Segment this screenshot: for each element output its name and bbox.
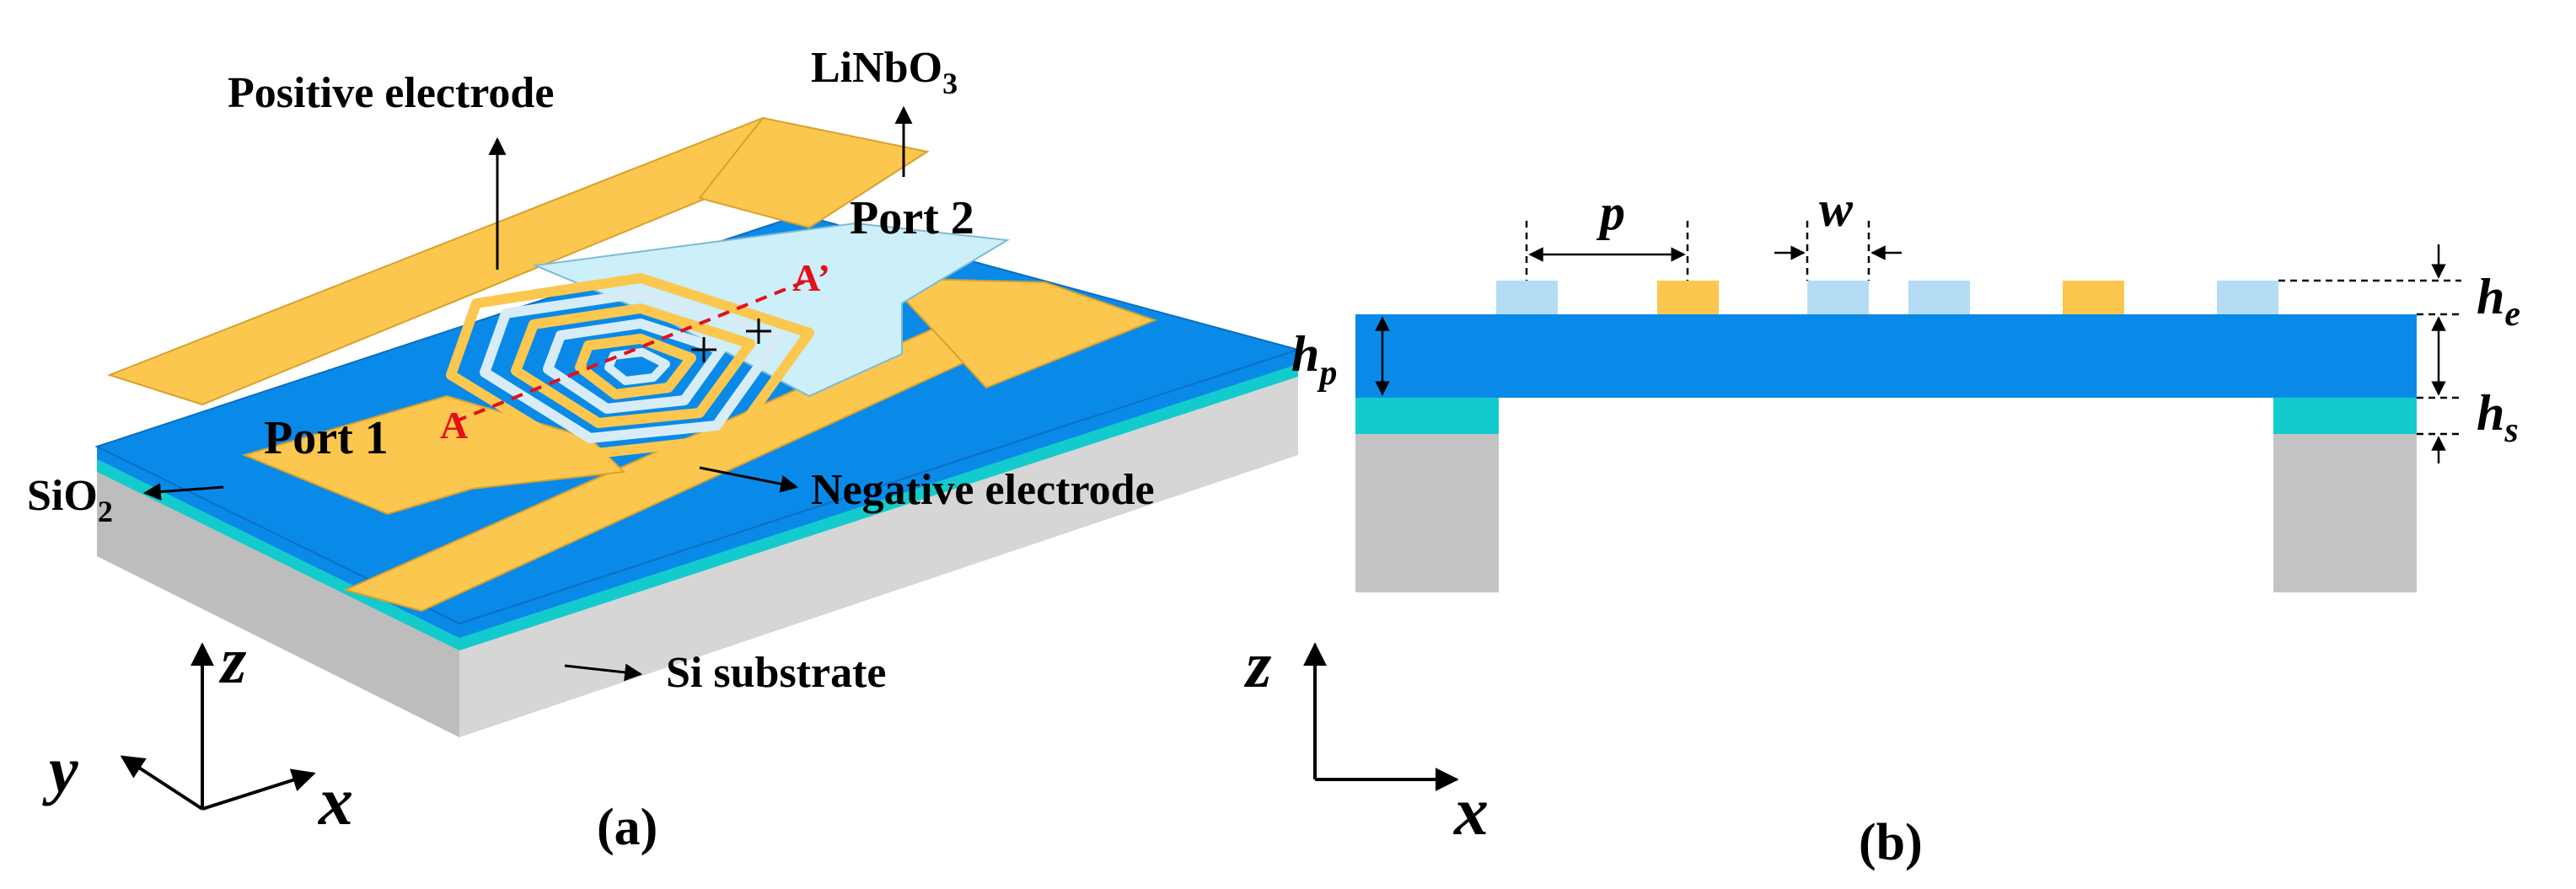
dimension-lines bbox=[1375, 221, 2461, 463]
si-substrate-label: Si substrate bbox=[666, 649, 886, 697]
point-a-prime-label: A’ bbox=[792, 256, 830, 299]
axis-a-y-label: y bbox=[42, 733, 78, 806]
dim-w-label: w bbox=[1819, 181, 1854, 237]
axis-b-z-label: z bbox=[1243, 628, 1272, 701]
dim-hp-label: hp bbox=[1291, 326, 1337, 393]
electrodes-cross-section bbox=[1496, 281, 2278, 314]
sio2-label: SiO2 bbox=[27, 472, 113, 528]
si-support-right bbox=[2273, 434, 2417, 592]
sio2-layer-right bbox=[2273, 398, 2417, 434]
plus-markers bbox=[691, 319, 771, 362]
port1-label: Port 1 bbox=[264, 412, 389, 464]
si-substrate-block bbox=[97, 350, 1298, 737]
si-support-left bbox=[1355, 434, 1499, 592]
dim-he-label: he bbox=[2477, 269, 2520, 334]
negative-electrode-label: Negative electrode bbox=[811, 466, 1155, 514]
cross-section-line bbox=[454, 276, 814, 423]
axes-a bbox=[120, 642, 316, 811]
axis-a-x-label: x bbox=[318, 763, 353, 839]
panel-b: p w hp he hs z x (b) bbox=[1243, 181, 2520, 871]
annotation-arrows bbox=[142, 105, 913, 682]
linbo3-plate bbox=[1355, 314, 2417, 398]
port2-feed bbox=[532, 222, 1011, 398]
dim-p-label: p bbox=[1596, 185, 1625, 240]
axis-b-x-label: x bbox=[1453, 773, 1489, 849]
axes-b bbox=[1303, 642, 1459, 791]
dim-hs-label: hs bbox=[2477, 385, 2519, 450]
caption-a: (a) bbox=[597, 799, 657, 856]
panel-a: Positive electrode LiNbO3 Port 2 Port 1 … bbox=[27, 44, 1301, 856]
caption-b: (b) bbox=[1859, 814, 1923, 871]
positive-electrode-label: Positive electrode bbox=[228, 69, 554, 117]
gold-ground-pads bbox=[107, 116, 1157, 613]
port2-label: Port 2 bbox=[850, 192, 974, 244]
axis-a-z-label: z bbox=[218, 624, 247, 697]
linbo3-label: LiNbO3 bbox=[811, 44, 958, 100]
spiral-electrodes bbox=[446, 273, 814, 460]
point-a-label: A bbox=[440, 404, 468, 447]
sio2-layer-left bbox=[1355, 398, 1499, 434]
